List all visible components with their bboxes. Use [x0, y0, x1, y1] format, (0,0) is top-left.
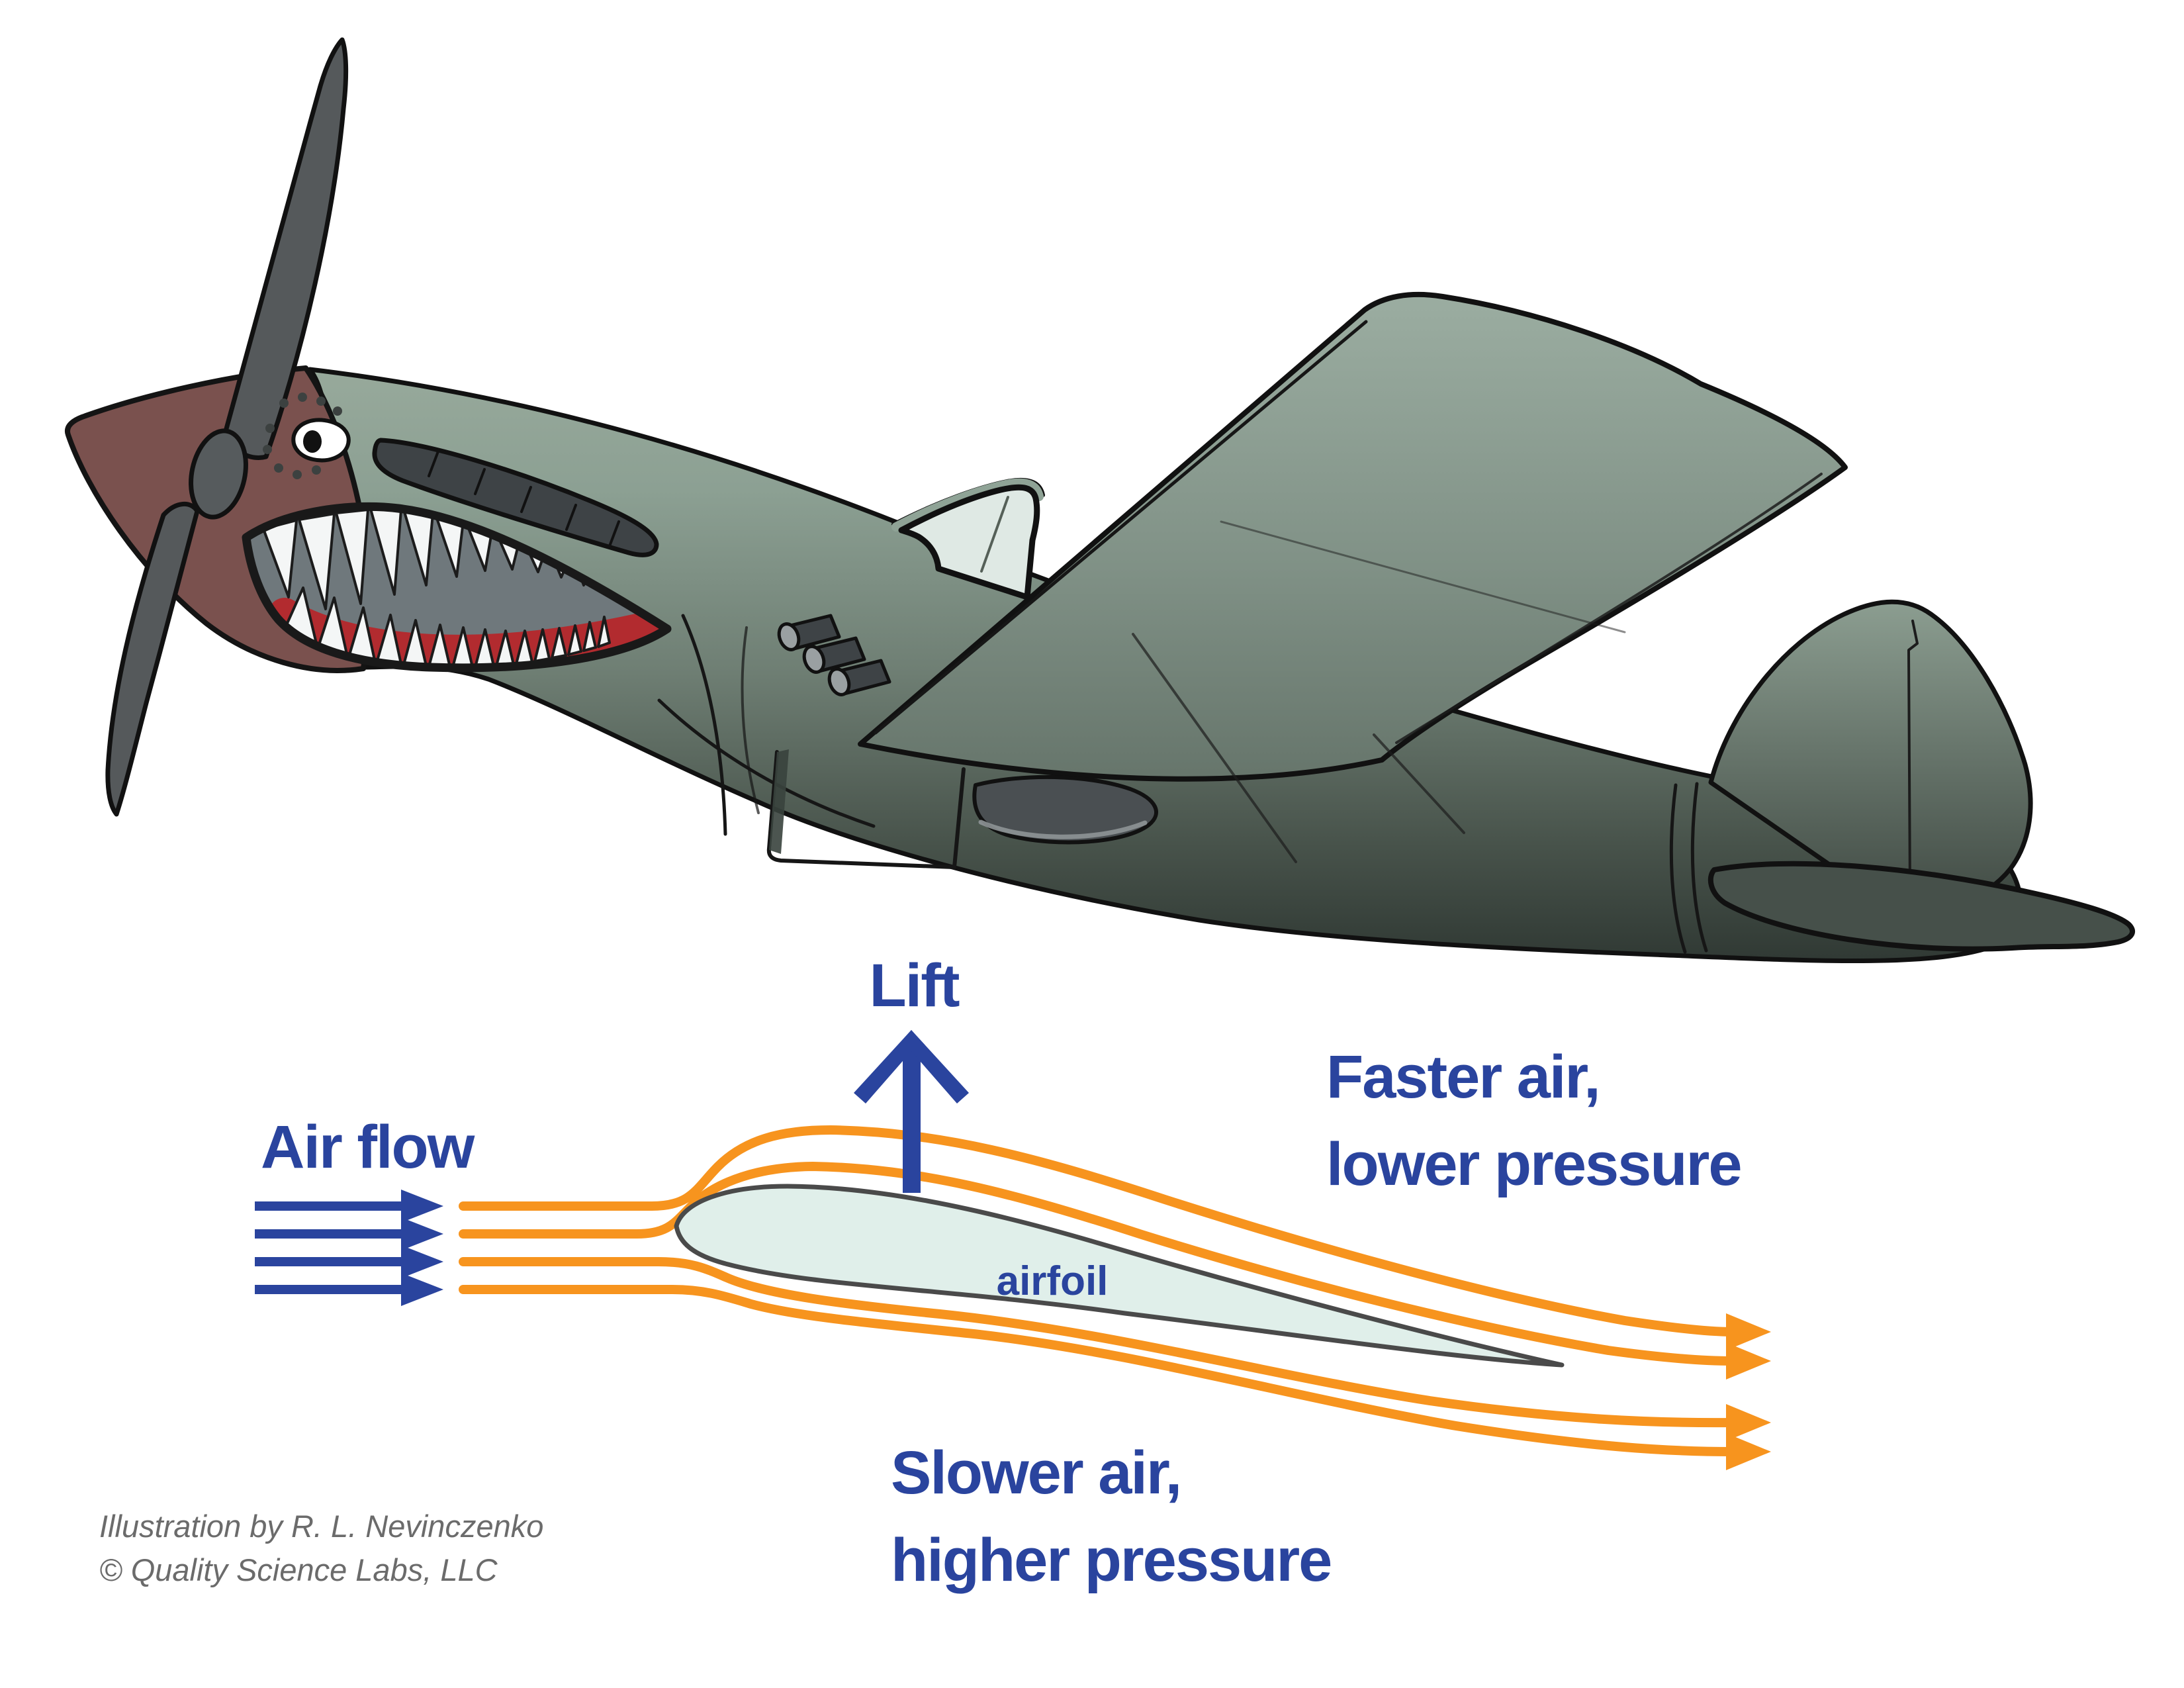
freckle-dot	[298, 393, 307, 402]
wing-trailing-edge-line	[1395, 473, 1823, 744]
elevator	[1707, 861, 2135, 952]
wing-root-fillet-line	[657, 698, 876, 828]
radiator-panel-outline	[766, 750, 966, 869]
freckle-dot	[279, 399, 289, 408]
wing-panel-line	[1132, 633, 1297, 863]
propeller-blade-upper	[222, 37, 349, 460]
slower-air-label-line2: higher pressure	[891, 1526, 1331, 1594]
airplane-illustration	[65, 37, 2135, 964]
tail-seam-line	[1690, 782, 1708, 953]
streamline-upper-2	[459, 1161, 1737, 1366]
wing-spar-line	[1220, 520, 1626, 633]
air-flow-arrows	[255, 1190, 443, 1306]
cowl-flap-line	[681, 614, 727, 836]
streamline-upper-1	[459, 1125, 1737, 1336]
shark-mouth	[242, 502, 672, 673]
lift-arrow-shaft	[903, 1043, 921, 1193]
lift-label: Lift	[869, 952, 959, 1019]
tooth	[597, 616, 611, 648]
streamline-arrowhead-icon	[1726, 1433, 1771, 1470]
wing-panel-line	[1373, 733, 1465, 834]
exhaust-segment-line	[520, 486, 532, 513]
arrowhead-icon	[401, 1217, 443, 1250]
exhaust-fairing-segments	[428, 450, 620, 547]
freckle-dot	[274, 463, 283, 473]
propeller-hub	[189, 428, 248, 520]
exhaust-pipes	[777, 614, 891, 696]
streamline-arrowhead-icon	[1726, 1342, 1771, 1380]
freckle-dot	[312, 465, 321, 475]
freckle-dot	[293, 470, 302, 479]
credit-line1: Illustration by R. L. Nevinczenko	[99, 1509, 543, 1544]
arrowhead-icon	[401, 1273, 443, 1306]
slower-air-label-line1: Slower air,	[891, 1439, 1181, 1507]
lift-arrow-barb-left	[854, 1030, 921, 1103]
streamlines	[459, 1125, 1737, 1456]
mouth-lips-outline	[242, 502, 672, 673]
tooth	[567, 624, 582, 656]
streamline-lower-2	[459, 1285, 1737, 1456]
tooth	[551, 627, 567, 659]
exhaust-segment-line	[474, 468, 486, 495]
wing	[858, 291, 1848, 782]
wing-leading-edge-line	[874, 320, 1368, 735]
freckle-dot	[263, 445, 272, 454]
airflow-diagram: airfoil Lift Air flow Faster air, lower …	[99, 952, 1771, 1594]
belly-scoop-rim	[978, 820, 1148, 839]
airfoil-label: airfoil	[997, 1258, 1109, 1304]
exhaust-segment-line	[565, 504, 577, 531]
air-flow-label: Air flow	[261, 1113, 475, 1181]
streamline-arrowheads	[1726, 1313, 1771, 1470]
arrowhead-icon	[401, 1245, 443, 1278]
exhaust-segment-line	[428, 450, 439, 477]
tail-fin	[1708, 599, 2033, 915]
rudder-line	[1907, 620, 1919, 891]
canopy-frame-band	[891, 478, 1044, 532]
streamline-lower-1	[459, 1257, 1737, 1428]
eye-pupil	[303, 430, 322, 453]
freckle-dot	[333, 406, 342, 416]
canopy-glass	[898, 484, 1040, 600]
airfoil-shape	[674, 1184, 1565, 1368]
exhaust-fairing	[372, 438, 659, 557]
tail-seam-line	[1669, 783, 1687, 954]
exhaust-pipe-opening	[802, 645, 826, 674]
arrowhead-icon	[401, 1190, 443, 1223]
belly-scoop	[972, 774, 1158, 845]
canopy-divider-line	[980, 496, 1009, 573]
streamline-arrowhead-icon	[1726, 1313, 1771, 1350]
exhaust-segment-line	[608, 520, 620, 547]
faster-air-label-line1: Faster air,	[1326, 1043, 1600, 1111]
streamline-arrowhead-icon	[1726, 1404, 1771, 1441]
propeller-blade-lower	[105, 501, 200, 817]
freckle-dot	[316, 397, 326, 406]
eye	[263, 393, 351, 479]
lift-arrow-barb-right	[902, 1030, 969, 1103]
lift-arrow	[854, 1030, 969, 1193]
radiator-panel-edge	[769, 749, 789, 854]
exhaust-pipe-opening	[777, 622, 801, 651]
freckle-dots	[263, 393, 342, 479]
credit-line2: © Quality Science Labs, LLC	[99, 1552, 498, 1587]
faster-air-label-line2: lower pressure	[1326, 1131, 1741, 1198]
exhaust-pipe-opening	[827, 667, 851, 696]
freckle-dot	[265, 424, 275, 433]
tooth	[582, 621, 597, 652]
tooth	[298, 512, 336, 610]
cowl-flap-line	[741, 626, 760, 814]
